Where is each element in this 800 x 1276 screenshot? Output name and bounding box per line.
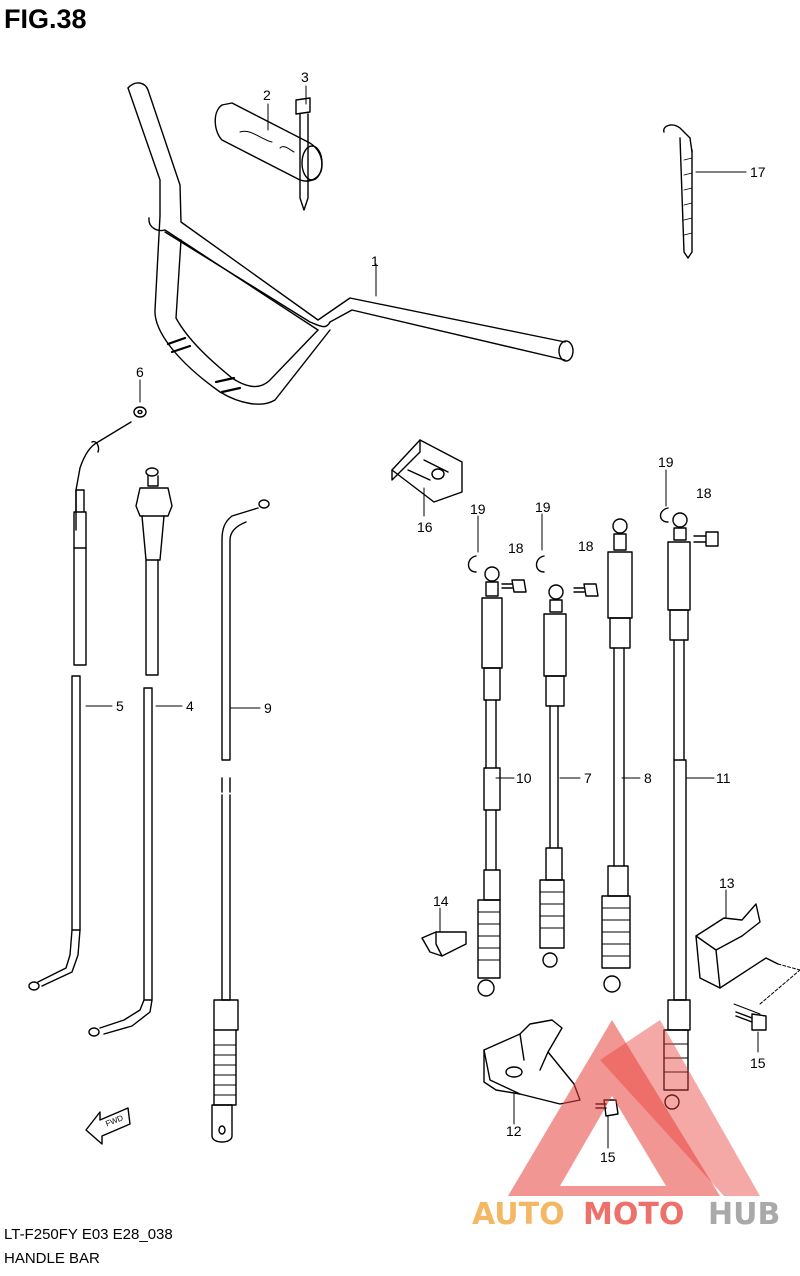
bolt-15b[interactable] [735,1011,767,1031]
bolt-18c[interactable] [693,531,719,547]
label-part-16: 16 [417,519,433,535]
forward-arrow-icon: FWD [85,1107,131,1145]
label-part-19c: 19 [658,454,674,470]
cable-8[interactable] [601,518,633,993]
section-name: HANDLE BAR [4,1250,100,1267]
bracket-12[interactable] [483,1019,581,1105]
cable-7[interactable] [539,584,567,968]
label-part-4: 4 [186,698,194,714]
watermark-word-moto: MOTO [583,1197,684,1232]
label-part-5: 5 [116,698,124,714]
watermark-word-hub: HUB [708,1197,780,1232]
handle-grip[interactable] [214,102,323,182]
part-number-labels: 1 2 3 4 5 6 7 8 9 10 11 12 13 14 15 15 1… [116,69,766,1165]
label-part-18a: 18 [508,540,524,556]
label-part-19a: 19 [470,501,486,517]
label-part-17: 17 [750,164,766,180]
label-part-6: 6 [136,364,144,380]
label-part-13: 13 [719,875,735,891]
label-part-18c: 18 [696,485,712,501]
model-code: LT-F250FY E03 E28_038 [4,1226,173,1243]
label-part-14: 14 [433,893,449,909]
clip-19c[interactable] [659,507,669,523]
cable-10[interactable] [477,566,503,997]
clip-19a[interactable] [467,555,477,573]
washer[interactable] [133,406,147,418]
cable-11[interactable] [663,512,691,1110]
cable-4[interactable] [88,467,173,1037]
bolt-18a[interactable] [501,579,527,593]
label-part-19b: 19 [535,499,551,515]
cable-clip-14[interactable] [421,931,467,957]
cable-tie-long[interactable] [663,124,693,259]
leader-lines [85,85,759,1149]
label-part-3: 3 [301,69,309,85]
bracket-13[interactable] [695,903,800,1015]
cable-9[interactable] [211,499,270,1143]
cable-tie-small[interactable] [295,97,311,211]
label-part-12: 12 [506,1123,522,1139]
bolt-18b[interactable] [573,583,599,597]
clip-19b[interactable] [535,555,545,573]
handlebar[interactable] [127,82,574,405]
watermark-word-auto: AUTO [472,1197,565,1232]
figure-title: FIG.38 [4,4,87,34]
label-part-2: 2 [263,87,271,103]
watermark-logo: AUTO MOTO HUB [472,1020,780,1232]
cable-guide-plate[interactable] [391,439,463,503]
label-part-15a: 15 [600,1149,616,1165]
label-part-18b: 18 [578,538,594,554]
label-part-15b: 15 [750,1055,766,1071]
label-part-1: 1 [371,253,379,269]
cable-5[interactable] [28,421,132,991]
label-part-10: 10 [516,770,532,786]
label-part-11: 11 [716,770,731,786]
label-part-9: 9 [264,700,272,716]
label-part-7: 7 [584,770,592,786]
label-part-8: 8 [644,770,652,786]
